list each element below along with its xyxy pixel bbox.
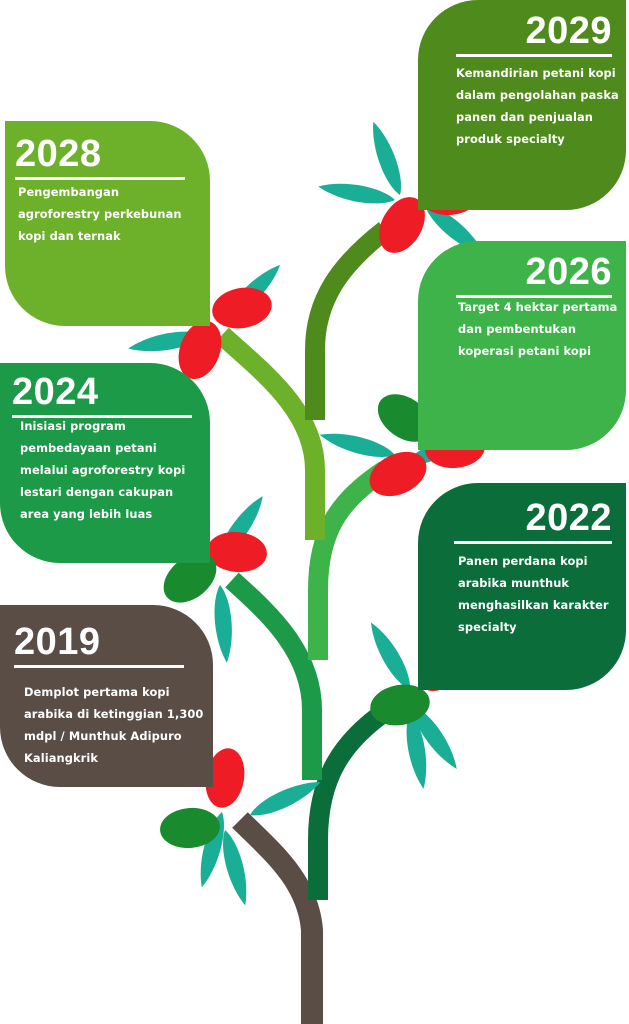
leaf-2029-a: [365, 118, 408, 198]
milestone-year-2026: 2026: [456, 253, 612, 298]
leaf-2029-b: [316, 178, 397, 209]
milestone-year-2022: 2022: [454, 499, 612, 544]
leaf-2022-a: [363, 618, 418, 695]
branch-2026: [308, 461, 391, 660]
branch-2028: [215, 327, 325, 540]
leaf-2026-a: [317, 426, 398, 463]
milestone-year-2029: 2029: [456, 12, 612, 57]
milestone-card-2024: 2024 Inisiasi program pembedayaan petani…: [0, 363, 210, 563]
milestone-card-2028: 2028 Pengembangan agroforestry perkebuna…: [5, 121, 210, 326]
branch-2019: [232, 812, 323, 1024]
branch-2024: [225, 572, 322, 780]
milestone-year-2019: 2019: [14, 623, 184, 668]
milestone-card-2019: 2019 Demplot pertama kopi arabika di ket…: [0, 605, 213, 787]
branch-2029: [305, 222, 392, 420]
tree-branches: [215, 222, 401, 1024]
milestone-year-2024: 2024: [12, 373, 192, 418]
leaf-2024-b: [211, 584, 236, 664]
milestone-text-2026: Target 4 hektar pertama dan pembentukan …: [458, 300, 618, 358]
milestone-text-2024: Inisiasi program pembedayaan petani mela…: [20, 419, 186, 521]
branch-2022: [308, 696, 401, 900]
milestone-card-2022: 2022 Panen perdana kopi arabika munthuk …: [418, 483, 626, 690]
milestone-card-2026: 2026 Target 4 hektar pertama dan pembent…: [418, 241, 626, 450]
milestone-text-2028: Pengembangan agroforestry perkebunan kop…: [18, 185, 182, 243]
milestone-text-2019: Demplot pertama kopi arabika di ketinggi…: [24, 685, 204, 765]
milestone-text-2022: Panen perdana kopi arabika munthuk mengh…: [458, 554, 609, 634]
milestone-card-2029: 2029 Kemandirian petani kopi dalam pengo…: [418, 0, 626, 210]
milestone-year-2028: 2028: [15, 135, 185, 180]
milestone-text-2029: Kemandirian petani kopi dalam pengolahan…: [456, 66, 619, 146]
